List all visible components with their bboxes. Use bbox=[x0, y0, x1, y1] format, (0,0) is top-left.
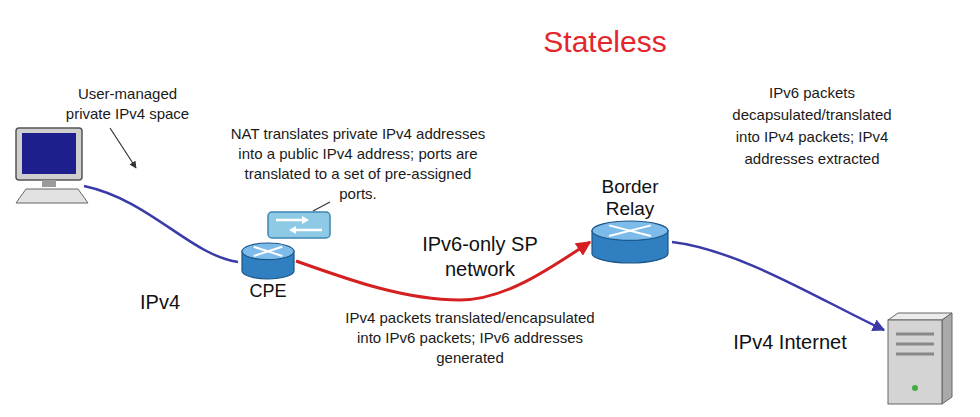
node-text: IPv4 Internet bbox=[733, 330, 846, 355]
node-text: IPv4 bbox=[140, 290, 180, 315]
switch-arrow-head bbox=[289, 226, 296, 234]
cloud-outline bbox=[610, 240, 949, 400]
callout-note: NAT translates private IPv4 addresses in… bbox=[226, 124, 490, 204]
router-icon bbox=[240, 242, 296, 280]
ipv4-flow-arrow bbox=[672, 242, 884, 330]
monitor-screen bbox=[22, 133, 76, 174]
router-arrow bbox=[254, 247, 283, 256]
keyboard bbox=[16, 189, 88, 203]
switch-arrow bbox=[276, 219, 302, 222]
server-slot bbox=[896, 343, 934, 346]
server-side bbox=[942, 313, 952, 404]
starburst-callout: Stateless bbox=[440, 0, 770, 112]
cloud-outline bbox=[16, 157, 321, 336]
leader-line bbox=[313, 202, 330, 211]
router-top bbox=[592, 221, 668, 240]
node-text: Stateless bbox=[543, 24, 666, 59]
server-top bbox=[888, 313, 952, 320]
router-arrow bbox=[254, 247, 283, 256]
server-front bbox=[888, 320, 942, 404]
node-text: IPv6-only SP network bbox=[405, 232, 555, 282]
server-led bbox=[912, 385, 918, 391]
server-slot bbox=[896, 333, 934, 336]
nat-switch-icon bbox=[268, 212, 330, 238]
monitor-frame bbox=[16, 128, 82, 180]
ipv4-flow-line bbox=[84, 186, 238, 262]
callout-note: User-managed private IPv4 space bbox=[60, 84, 195, 124]
cloud-outline bbox=[284, 201, 689, 391]
switch-arrow bbox=[296, 229, 322, 232]
router-arrow bbox=[609, 225, 651, 236]
router-node: CPE bbox=[240, 242, 296, 302]
switch-body bbox=[268, 212, 330, 238]
starburst-outline bbox=[453, 0, 764, 106]
router-icon bbox=[590, 220, 670, 264]
callout-note: IPv6 packets decapsulated/translated int… bbox=[723, 82, 901, 170]
router-arrow bbox=[609, 225, 651, 236]
callout-note: IPv4 packets translated/encapsulated int… bbox=[339, 308, 601, 368]
computer-icon bbox=[16, 128, 88, 203]
monitor-stand bbox=[42, 180, 56, 187]
node-text: Border Relay bbox=[590, 176, 670, 220]
leader-line bbox=[110, 128, 136, 168]
node-text: CPE bbox=[249, 280, 286, 302]
switch-arrow-head bbox=[302, 216, 309, 224]
server-slot bbox=[896, 353, 934, 356]
router-top bbox=[242, 243, 294, 260]
router-node: Border Relay bbox=[590, 176, 670, 264]
server-icon bbox=[888, 313, 952, 404]
